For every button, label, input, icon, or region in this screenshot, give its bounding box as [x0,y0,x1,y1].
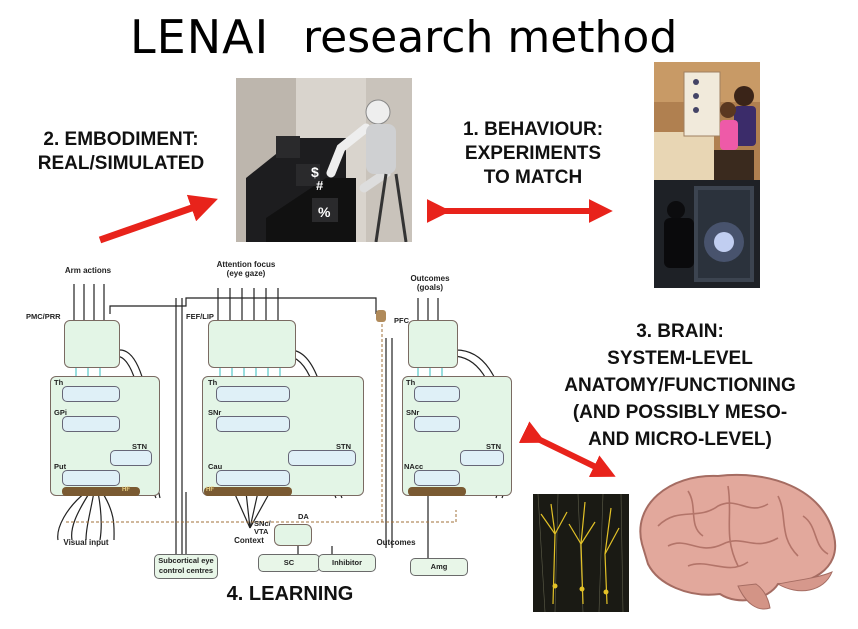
fef-box [208,320,296,368]
th-nucleus-2 [216,386,290,402]
pfc-box [408,320,458,368]
amg-box: Amg [410,558,468,576]
th-label-1: Th [54,378,64,387]
outcomes-goals-line-2: (goals) [416,283,444,292]
context-label: Context [234,536,264,545]
cau-label: Cau [208,462,223,471]
stn-nucleus-3 [460,450,504,466]
snc-vta-label: SNc/ VTA [254,520,271,536]
put-label: Put [54,462,67,471]
th-label-2: Th [208,378,218,387]
robot-symbol-percent: % [318,204,331,220]
pmc-label: PMC/PRR [26,312,61,321]
outcome-node [376,310,386,322]
subcortical-line-2: control centres [158,566,214,575]
behaviour-line-3: TO MATCH [483,167,583,188]
neuron-illustration [533,494,629,612]
dark-lab-photo [654,180,760,288]
stn-nucleus-2 [288,450,356,466]
put-nucleus [62,470,120,486]
visual-input-label: Visual input [63,538,109,547]
hf-bar-3 [408,487,466,496]
brain-line-3: ANATOMY/FUNCTIONING [564,375,796,396]
brain-label: 3. BRAIN: SYSTEM-LEVEL ANATOMY/FUNCTIONI… [530,318,830,453]
sc-box: SC [258,554,320,572]
robot-symbol-dollar: $ [311,164,319,180]
behaviour-label: 1. BEHAVIOUR: EXPERIMENTS TO MATCH [428,118,638,190]
embodiment-line-1: 2. EMBODIMENT: [43,129,199,150]
outcomes-goals-label: Outcomes (goals) [400,274,460,292]
outcomes-label: Outcomes [376,538,416,547]
snr-nucleus-1 [216,416,290,432]
brain-line-1: 3. BRAIN: [636,321,724,342]
fef-label: FEF/LIP [186,312,214,321]
nacc-label: NAcc [404,462,424,471]
snc-vta-box [274,524,312,546]
behaviour-line-1: 1. BEHAVIOUR: [462,119,604,140]
th-label-3: Th [406,378,416,387]
inhibitor-box: Inhibitor [318,554,376,572]
learning-label: 4. LEARNING [226,583,354,605]
hf-bar-1 [62,487,140,496]
robot-symbol-hash: # [316,178,324,193]
snr-label-2: SNr [406,408,420,417]
arm-actions-label: Arm actions [64,266,112,275]
outcomes-goals-line-1: Outcomes [410,274,450,283]
subcortical-box: Subcortical eye control centres [154,554,218,579]
nacc-nucleus [414,470,460,486]
hf-bar-2 [204,487,292,496]
snc-vta-line-1: SNc/ [254,519,271,528]
attention-line-1: Attention focus [216,260,276,269]
title-brand: LENAI [130,10,270,64]
th-nucleus-1 [62,386,120,402]
robot-illustration [236,78,412,242]
circuit-diagram: Arm actions Attention focus (eye gaze) O… [26,258,526,584]
brain-line-2: SYSTEM-LEVEL [607,348,753,369]
subcortical-line-1: Subcortical eye [158,556,214,565]
brain-line-5: AND MICRO-LEVEL) [588,429,772,450]
brain-arrow [518,421,616,478]
title-text: research method [303,12,678,63]
pmc-box [64,320,120,368]
embodiment-arrow [98,194,218,244]
attention-label: Attention focus (eye gaze) [206,260,286,278]
cau-nucleus [216,470,290,486]
brain-image [639,473,837,610]
stn-label-2: STN [336,442,351,451]
embodiment-line-2: REAL/SIMULATED [37,153,205,174]
pfc-label: PFC [394,316,409,325]
hf-label-1: HF [122,487,130,493]
hf-label-2: HF [206,487,214,493]
behaviour-line-2: EXPERIMENTS [464,143,602,164]
neuron-micrograph [533,494,629,612]
da-label: DA [298,512,309,521]
attention-line-2: (eye gaze) [226,269,266,278]
dark-lab-illustration [654,180,760,288]
children-illustration [654,62,760,180]
th-nucleus-3 [414,386,460,402]
stn-nucleus-1 [110,450,152,466]
gpi-label: GPi [54,408,67,417]
stn-label-3: STN [486,442,501,451]
embodiment-label: 2. EMBODIMENT: REAL/SIMULATED [6,128,236,176]
gpi-nucleus [62,416,120,432]
robot-photo: $ # % [236,78,412,242]
brain-line-4: (AND POSSIBLY MESO- [572,402,788,423]
snc-vta-line-2: VTA [254,527,269,536]
snr-label-1: SNr [208,408,222,417]
children-photo [654,62,760,180]
snr-nucleus-2 [414,416,460,432]
stn-label-1: STN [132,442,147,451]
